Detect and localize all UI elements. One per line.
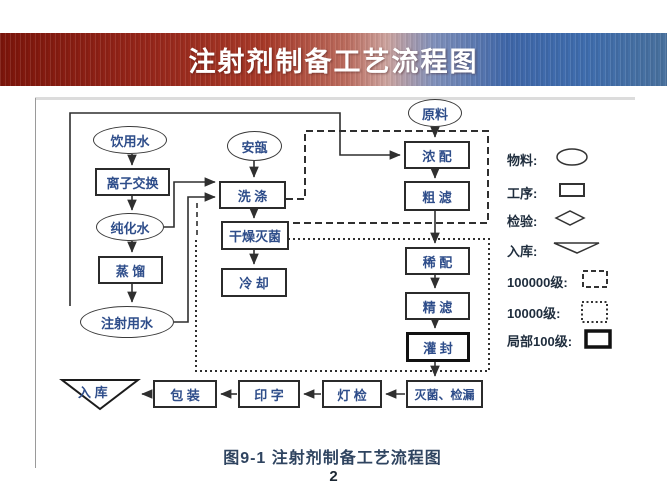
node-packaging: 包 装 — [153, 380, 217, 408]
node-filling-sealing: 灌 封 — [406, 332, 470, 362]
legend-rect-icon — [559, 183, 585, 197]
legend-diamond-icon — [554, 210, 586, 226]
node-sterilization-leak-test: 灭菌、检漏 — [406, 380, 483, 408]
legend-triangle-icon — [553, 242, 600, 254]
class-100000-boundary — [286, 130, 489, 224]
node-cooling: 冷 却 — [221, 268, 287, 297]
title-bar-shadow — [35, 97, 635, 100]
node-purified-water: 纯化水 — [96, 213, 164, 241]
node-printing: 印 字 — [238, 380, 300, 408]
legend-dashed-rect-icon — [582, 270, 608, 288]
clean-area-boundaries — [195, 130, 490, 372]
node-distillation: 蒸 馏 — [98, 256, 163, 284]
title-bar: 注射剂制备工艺流程图 — [0, 33, 667, 86]
content-frame-line — [35, 98, 36, 468]
legend-shapes — [553, 148, 612, 349]
node-lamp-inspection: 灯 检 — [322, 380, 382, 408]
legend-bold-rect-icon — [584, 329, 612, 349]
figure-caption: 图9-1 注射剂制备工艺流程图 — [223, 450, 442, 467]
edge-purified-to-washing — [164, 177, 216, 228]
legend-label-class-10000: 10000级: — [507, 306, 561, 321]
node-drinking-water: 饮用水 — [93, 126, 167, 154]
node-concentrated-prep: 浓 配 — [404, 141, 470, 169]
flow-arrows — [69, 112, 440, 399]
edge-wfi-to-washing — [174, 192, 216, 323]
page-number: 2 — [329, 468, 338, 485]
legend-label-class-100000: 100000级: — [507, 275, 568, 290]
node-coarse-filtration: 粗 滤 — [404, 181, 470, 211]
storage-triangle-shape — [59, 379, 141, 411]
node-ion-exchange: 离子交换 — [95, 168, 170, 196]
node-drying-sterilization: 干燥灭菌 — [221, 221, 289, 250]
node-raw-material: 原料 — [408, 99, 462, 127]
node-water-for-injection: 注射用水 — [80, 306, 174, 338]
node-ampoule: 安瓿 — [227, 131, 282, 161]
legend-label-local-class-100: 局部100级: — [507, 334, 573, 349]
legend-label-material: 物料: — [507, 153, 538, 168]
legend-dotted-rect-icon — [581, 301, 608, 323]
edge-wfi-to-concprep — [69, 112, 401, 306]
node-fine-filtration: 精 滤 — [405, 292, 470, 320]
legend-label-process: 工序: — [507, 186, 538, 201]
legend-label-storage: 入库: — [507, 244, 538, 259]
node-storage-label: 入 库 — [78, 385, 108, 400]
slide-title: 注射剂制备工艺流程图 — [188, 47, 479, 77]
legend-ellipse-icon — [556, 148, 588, 166]
node-washing: 洗 涤 — [219, 181, 286, 209]
legend-label-inspection: 检验: — [507, 214, 538, 229]
node-dilute-prep: 稀 配 — [405, 247, 470, 275]
